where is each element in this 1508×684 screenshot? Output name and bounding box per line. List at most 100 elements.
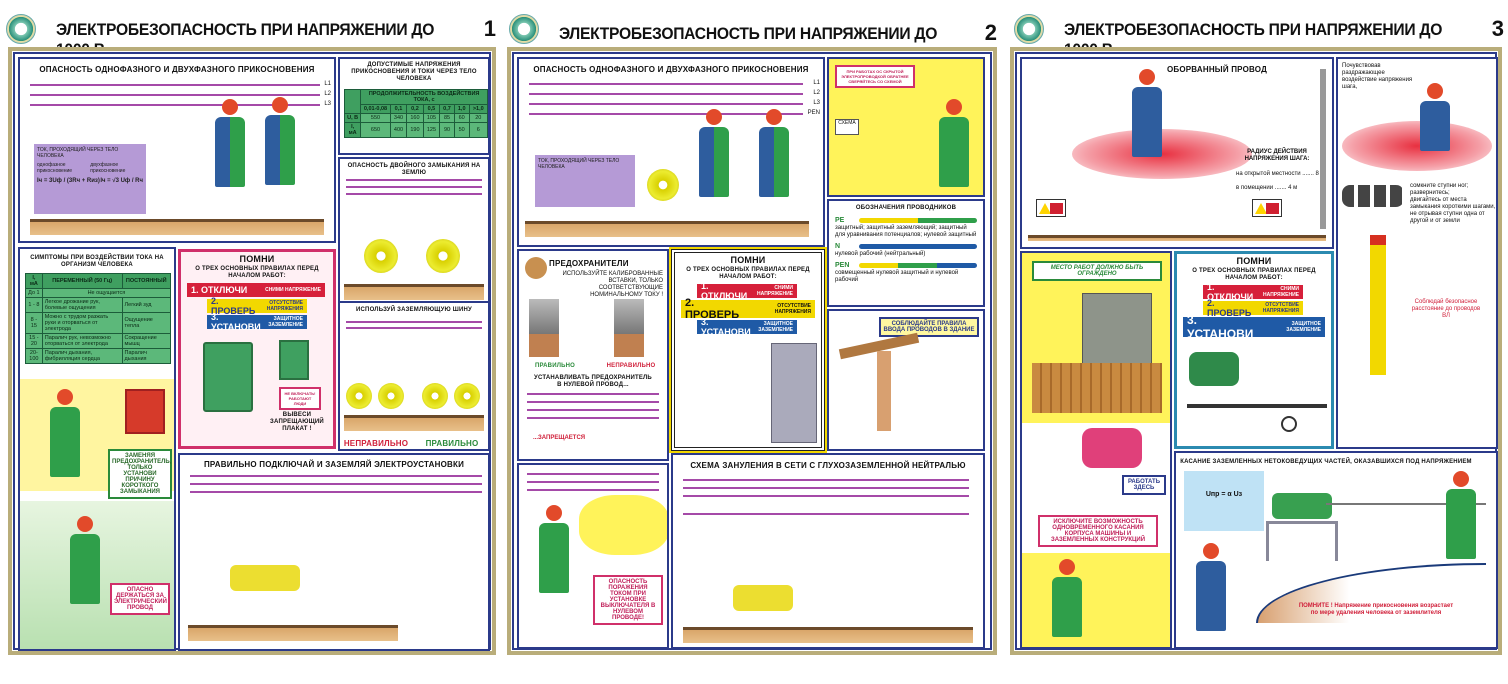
current-formula-box: ТОК, ПРОХОДЯЩИЙ ЧЕРЕЗ ТЕЛО ЧЕЛОВЕКА одно… <box>34 144 146 214</box>
right-label: ПРАВИЛЬНО <box>534 363 576 369</box>
worker-illustration <box>1052 559 1082 637</box>
remember-heading: ПОМНИ <box>239 254 275 264</box>
section-heading: ПРАВИЛЬНО ПОДКЛЮЧАЙ И ЗАЗЕМЛЯЙ ЭЛЕКТРОУС… <box>203 460 465 469</box>
wrong-label: НЕПРАВИЛЬНО <box>606 363 656 369</box>
remember-intro: О ТРЕХ ОСНОВНЫХ ПРАВИЛАХ ПЕРЕД НАЧАЛОМ Р… <box>195 266 319 279</box>
poster-2: ЭЛЕКТРОБЕЗОПАСНОСТЬ ПРИ НАПРЯЖЕНИИ ДО 10… <box>503 0 1005 684</box>
remember-heading: ПОМНИ <box>1236 256 1272 266</box>
remember-box: ПОМНИ О ТРЕХ ОСНОВНЫХ ПРАВИЛАХ ПЕРЕД НАЧ… <box>1174 251 1334 449</box>
conductor-desc: защитный; защитный заземляющий; защитный… <box>835 225 977 238</box>
table-header: ПРОДОЛЖИТЕЛЬНОСТЬ ВОЗДЕЙСТВИЯ ТОКА, с <box>360 89 488 105</box>
line-label: L2 <box>324 91 331 97</box>
switch-box-illustration <box>203 342 253 412</box>
entry-note: СОБЛЮДАЙТЕ ПРАВИЛА ВВОДА ПРОВОДОВ В ЗДАН… <box>879 317 979 337</box>
warning-sign-icon <box>1036 199 1066 217</box>
worker-illustration <box>759 109 789 197</box>
remember-intro: О ТРЕХ ОСНОВНЫХ ПРАВИЛАХ ПЕРЕД НАЧАЛОМ Р… <box>1192 268 1316 281</box>
formula: Uпр = α Uз <box>1205 491 1243 498</box>
section-heading: ОПАСНОСТЬ ОДНОФАЗНОГО И ДВУХФАЗНОГО ПРИК… <box>39 65 315 74</box>
section-heading: СХЕМА ЗАНУЛЕНИЯ В СЕТИ С ГЛУХОЗАЗЕМЛЕННО… <box>690 461 966 470</box>
worker-illustration <box>215 99 245 187</box>
conductor-desc: нулевой рабочий (нейтральный) <box>835 251 926 257</box>
logo-icon <box>509 14 539 44</box>
conductor-code: N <box>835 243 841 250</box>
section-heading: ПРЕДОХРАНИТЕЛИ <box>549 259 629 268</box>
table-cell: До 1 <box>25 288 43 298</box>
line-label: L3 <box>324 101 331 107</box>
fuse-note: ЗАМЕНЯЯ ПРЕДОХРАНИТЕЛЬ, ТОЛЬКО УСТАНОВИ … <box>108 449 172 499</box>
remember-intro: О ТРЕХ ОСНОВНЫХ ПРАВИЛАХ ПЕРЕД НАЧАЛОМ Р… <box>686 267 810 280</box>
table-cell: 50 <box>453 122 470 138</box>
worker-illustration <box>1132 69 1162 157</box>
touch-panel: ОПАСНОСТЬ ОДНОФАЗНОГО И ДВУХФАЗНОГО ПРИК… <box>517 57 825 247</box>
conductor-item: PEN <box>835 262 977 269</box>
fuses-note: ИСПОЛЬЗУЙТЕ КАЛИБРОВАННЫЕ ВСТАВКИ, ТОЛЬК… <box>562 271 663 298</box>
line-label: L2 <box>813 90 820 96</box>
table-header: ПЕРЕМЕННЫЙ (50 Гц) <box>41 273 123 289</box>
table-cell: 8 - 15 <box>25 312 43 334</box>
hang-sign-text: ВЫВЕСИ ЗАПРЕЩАЮЩИЙ ПЛАКАТ ! <box>270 412 324 432</box>
table-cell: Сокращение мышц <box>121 333 172 349</box>
fuse-illustration: ЗАМЕНЯЯ ПРЕДОХРАНИТЕЛЬ, ТОЛЬКО УСТАНОВИ … <box>20 379 174 499</box>
fence-panel: МЕСТО РАБОТ ДОЛЖНО БЫТЬ ОГРАЖДЕНО РАБОТА… <box>1020 251 1172 649</box>
row-label: I, мА <box>343 122 362 138</box>
table-cell: 60 <box>453 113 470 123</box>
motor-icon <box>454 383 480 409</box>
table-header: 0,7 <box>439 104 455 114</box>
table-cell: Паралич рук, невозможно оторваться от эл… <box>41 333 123 349</box>
table-cell: 6 <box>468 122 488 138</box>
drill-illustration: ОПАСНО ДЕРЖАТЬСЯ ЗА ЭЛЕКТРИЧЕСКИЙ ПРОВОД <box>20 501 174 649</box>
table-cell: Паралич дыхания <box>121 348 172 364</box>
section-heading: ИСПОЛЬЗУЙ ЗАЗЕМЛЯЮЩУЮ ШИНУ <box>356 307 472 313</box>
logo-icon <box>1014 14 1044 44</box>
motor-icon <box>364 239 398 273</box>
table-cell: 85 <box>439 113 455 123</box>
poster-1: ЭЛЕКТРОБЕЗОПАСНОСТЬ ПРИ НАПРЯЖЕНИИ ДО 10… <box>0 0 500 684</box>
remember-note: ПОМНИТЕ ! Напряжение прикосновения возра… <box>1298 603 1454 616</box>
table-header: 0,2 <box>406 104 424 114</box>
poster-number: 2 <box>984 20 997 45</box>
table-header: 0,1 <box>389 104 408 114</box>
switch-danger-panel: ОПАСНОСТЬ ПОРАЖЕНИЯ ТОКОМ ПРИ УСТАНОВКЕ … <box>517 463 669 649</box>
table-header: I, мА <box>25 273 43 289</box>
table-cell: Не ощущается <box>41 288 172 298</box>
forbidden-label: ...ЗАПРЕЩАЕТСЯ <box>533 435 586 441</box>
poster-3: ЭЛЕКТРОБЕЗОПАСНОСТЬ ПРИ НАПРЯЖЕНИИ ДО 10… <box>1008 0 1508 684</box>
bus-panel: ИСПОЛЬЗУЙ ЗАЗЕМЛЯЮЩУЮ ШИНУ НЕПРАВИЛЬНО П… <box>338 301 490 451</box>
building-entry-panel: СОБЛЮДАЙТЕ ПРАВИЛА ВВОДА ПРОВОДОВ В ЗДАН… <box>827 309 985 451</box>
table-cell: 125 <box>422 122 441 138</box>
table-header: 0,5 <box>422 104 441 114</box>
scheme-label: СХЕМА <box>835 119 859 135</box>
table-corner <box>343 89 362 114</box>
touch-panel: ОПАСНОСТЬ ОДНОФАЗНОГО И ДВУХФАЗНОГО ПРИК… <box>18 57 336 243</box>
row-label: U, В <box>343 113 362 123</box>
table-cell: 400 <box>389 122 408 138</box>
step-radius-open: на открытой местности ....... 8 м <box>1236 171 1325 177</box>
line-label: L3 <box>813 100 820 106</box>
table-cell: 160 <box>406 113 424 123</box>
remember-heading: ПОМНИ <box>730 255 766 265</box>
footprints-icon <box>1342 185 1404 207</box>
step-tip: развернитесь; <box>1410 190 1450 196</box>
hidden-wiring-note: ПРИ РАБОТАХ ОС СКРЫТОЙ ЭЛЕКТРОПРОВОДКОЙ … <box>835 65 915 88</box>
conductor-item: PE <box>835 217 977 224</box>
wrong-label: НЕПРАВИЛЬНО <box>343 439 409 448</box>
motor-icon <box>346 383 372 409</box>
table-header: 0,01-0,08 <box>360 104 391 114</box>
table-cell: 340 <box>389 113 408 123</box>
touch-grounded-panel: КАСАНИЕ ЗАЗЕМЛЕННЫХ НЕТОКОВЕДУЩИХ ЧАСТЕЙ… <box>1174 451 1498 649</box>
